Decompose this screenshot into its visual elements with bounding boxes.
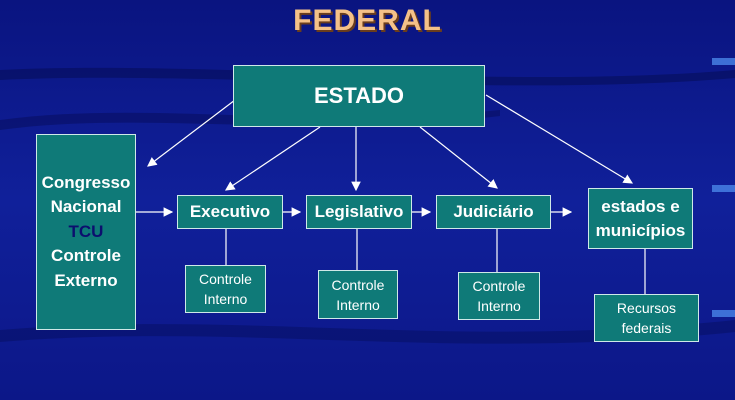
recursos-line-2: federais: [621, 320, 672, 336]
judiciario-label: Judiciário: [453, 202, 534, 221]
congresso-line-4: Controle: [51, 246, 121, 266]
estados-municipios-box: estados e municípios: [588, 188, 693, 249]
tcu-label: TCU: [68, 221, 104, 241]
legislativo-controle-line-2: Interno: [336, 296, 380, 313]
page-title: FEDERAL: [293, 4, 442, 37]
estado-label: ESTADO: [313, 83, 405, 108]
arrow-estado-judiciario: [419, 126, 498, 189]
congresso-box: Congresso Nacional TCU Controle Externo: [36, 134, 136, 330]
legislativo-box: Legislativo: [306, 195, 412, 229]
judiciario-box: Judiciário: [436, 195, 551, 229]
estados-line-2: municípios: [595, 220, 686, 240]
estados-line-1: estados e: [601, 196, 680, 216]
executivo-label: Executivo: [189, 202, 271, 221]
congresso-line-5: Externo: [54, 270, 118, 290]
congresso-line-1: Congresso: [41, 172, 131, 192]
executivo-controle-box: Controle Interno: [185, 265, 266, 313]
estado-box: ESTADO: [233, 65, 485, 127]
recursos-federais-box: Recursos federais: [594, 294, 699, 342]
executivo-controle-line-2: Interno: [203, 291, 248, 307]
legislativo-controle-line-1: Controle: [331, 276, 385, 293]
judiciario-controle-box: Controle Interno: [458, 272, 540, 320]
arrow-estado-estados: [485, 94, 634, 184]
arrow-estado-executivo: [225, 126, 321, 191]
judiciario-controle-line-1: Controle: [472, 278, 526, 294]
recursos-line-1: Recursos: [616, 300, 677, 316]
arrow-estado-congresso: [147, 99, 236, 167]
legislativo-label: Legislativo: [314, 202, 404, 221]
executivo-controle-line-1: Controle: [199, 271, 252, 287]
executivo-box: Executivo: [177, 195, 283, 229]
congresso-line-2: Nacional: [50, 197, 122, 217]
judiciario-controle-line-2: Interno: [477, 298, 521, 314]
legislativo-controle-box: Controle Interno: [318, 270, 398, 319]
